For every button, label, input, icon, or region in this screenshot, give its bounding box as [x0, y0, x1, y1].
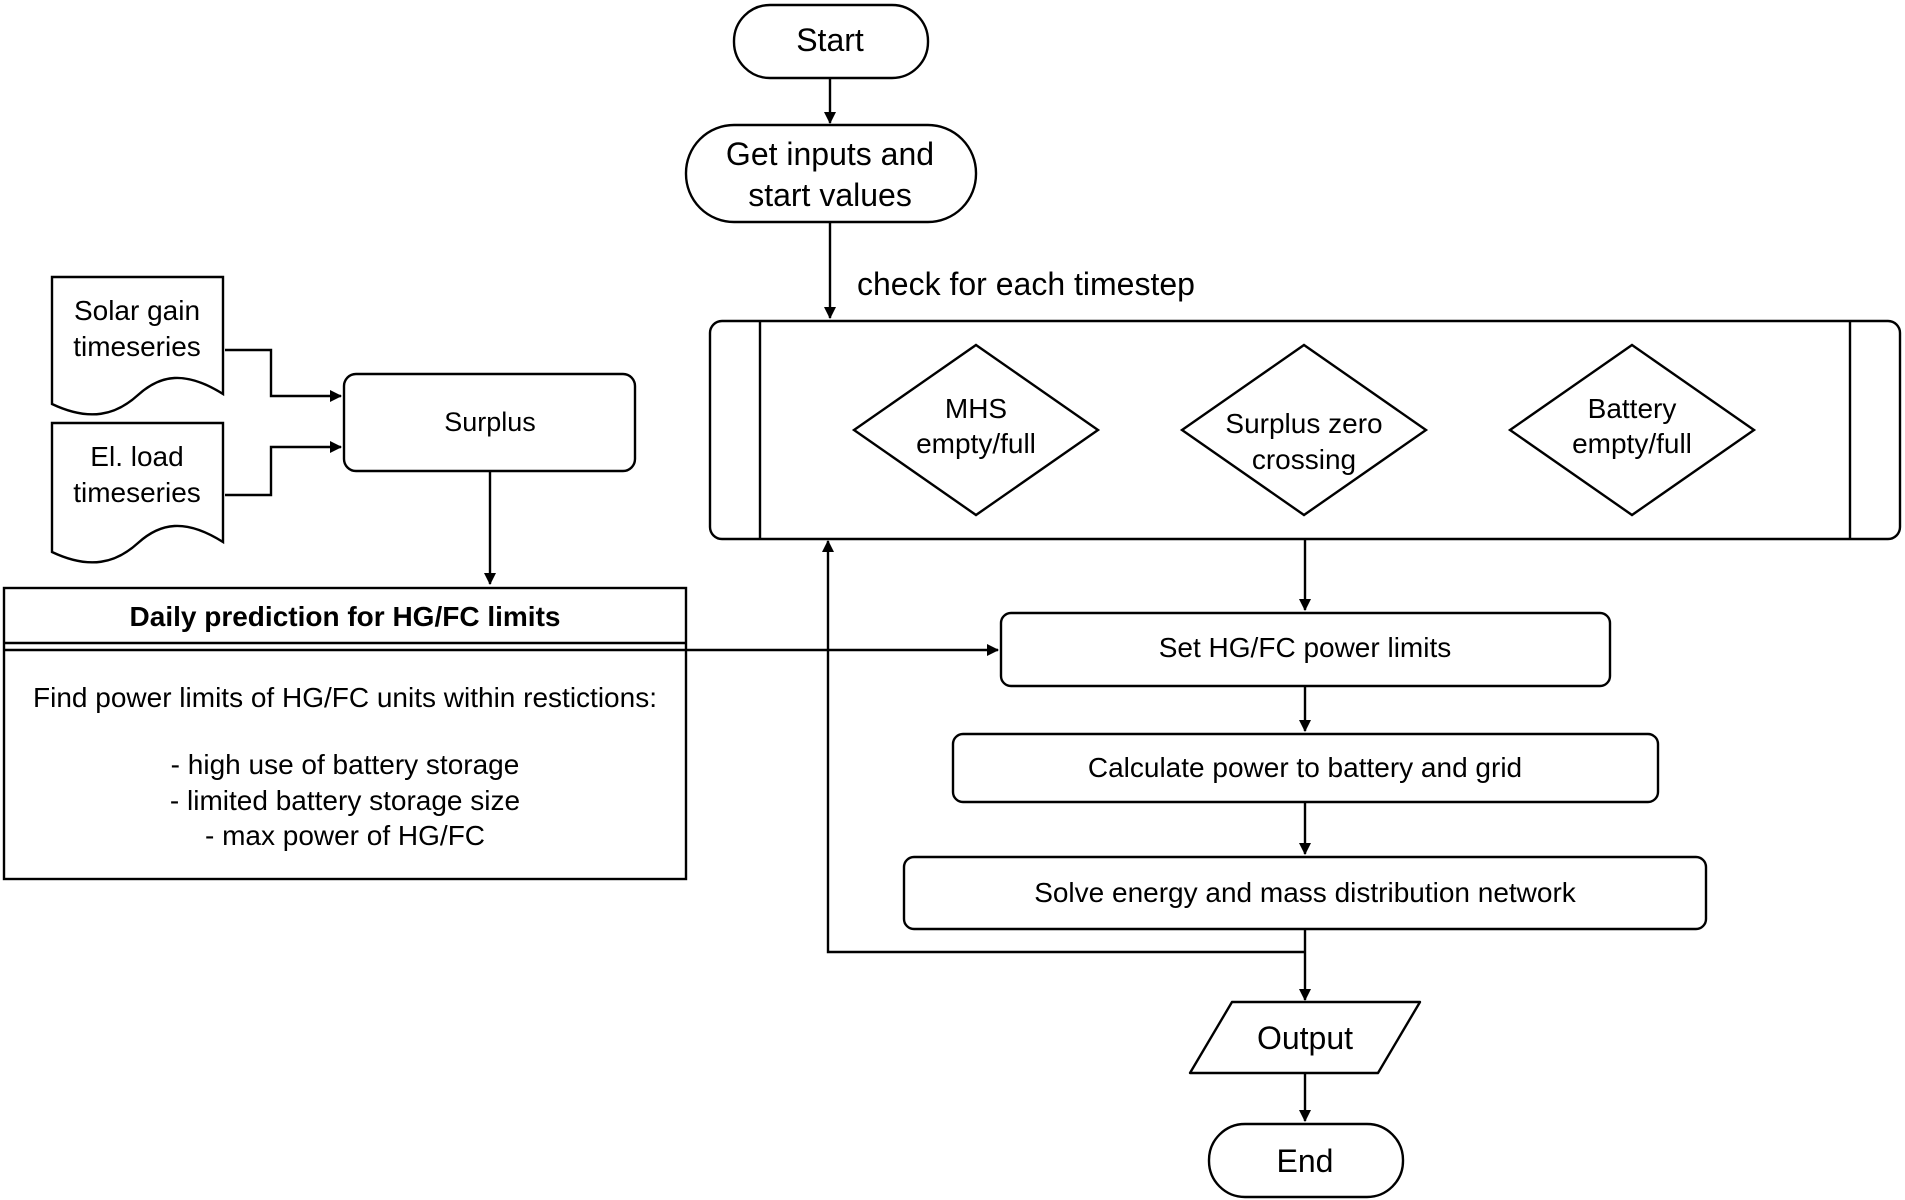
el-load-document: El. load timeseries	[50, 421, 225, 564]
mhs-label-line2: empty/full	[916, 428, 1036, 459]
battery-decision: Battery empty/full	[1507, 343, 1757, 517]
calc-power-label: Calculate power to battery and grid	[1088, 752, 1522, 783]
surplus-zero-decision: Surplus zero crossing	[1179, 343, 1429, 517]
battery-label-line1: Battery	[1588, 393, 1677, 424]
end-terminal: End	[1207, 1122, 1405, 1199]
get-inputs-node: Get inputs and start values	[684, 123, 978, 224]
output-node: Output	[1188, 1000, 1422, 1075]
end-label: End	[1277, 1143, 1334, 1179]
prediction-intro: Find power limits of HG/FC units within …	[33, 682, 657, 713]
set-limits-label: Set HG/FC power limits	[1159, 632, 1452, 663]
connectors	[225, 78, 1311, 1122]
loop-label: check for each timestep	[857, 266, 1195, 302]
surplus-zero-label-line2: crossing	[1252, 444, 1356, 475]
solar-label-line2: timeseries	[73, 331, 201, 362]
load-label-line1: El. load	[90, 441, 183, 472]
start-label: Start	[796, 22, 864, 58]
mhs-label-line1: MHS	[945, 393, 1007, 424]
load-label-line2: timeseries	[73, 477, 201, 508]
battery-label-line2: empty/full	[1572, 428, 1692, 459]
arrow-loop-back	[822, 540, 1305, 954]
arrow-load-to-surplus	[225, 441, 342, 497]
start-terminal: Start	[732, 3, 930, 80]
output-label: Output	[1257, 1020, 1353, 1056]
get-inputs-label-line1: Get inputs and	[726, 136, 934, 172]
calc-power-node: Calculate power to battery and grid	[951, 732, 1660, 804]
arrow-solar-to-surplus	[225, 348, 342, 402]
surplus-zero-label-line1: Surplus zero	[1225, 408, 1382, 439]
prediction-title: Daily prediction for HG/FC limits	[130, 601, 561, 632]
get-inputs-label-line2: start values	[748, 177, 912, 213]
prediction-box: Daily prediction for HG/FC limits Find p…	[2, 586, 688, 881]
prediction-item-1: - high use of battery storage	[171, 749, 520, 780]
solar-gain-document: Solar gain timeseries	[50, 275, 225, 416]
mhs-decision: MHS empty/full	[851, 343, 1101, 517]
prediction-item-2: - limited battery storage size	[170, 785, 520, 816]
surplus-label: Surplus	[444, 407, 536, 437]
prediction-item-3: - max power of HG/FC	[205, 820, 485, 851]
surplus-node: Surplus	[342, 372, 637, 473]
solve-network-node: Solve energy and mass distribution netwo…	[902, 855, 1708, 931]
set-limits-node: Set HG/FC power limits	[999, 611, 1612, 688]
solve-network-label: Solve energy and mass distribution netwo…	[1034, 877, 1577, 908]
solar-label-line1: Solar gain	[74, 295, 200, 326]
